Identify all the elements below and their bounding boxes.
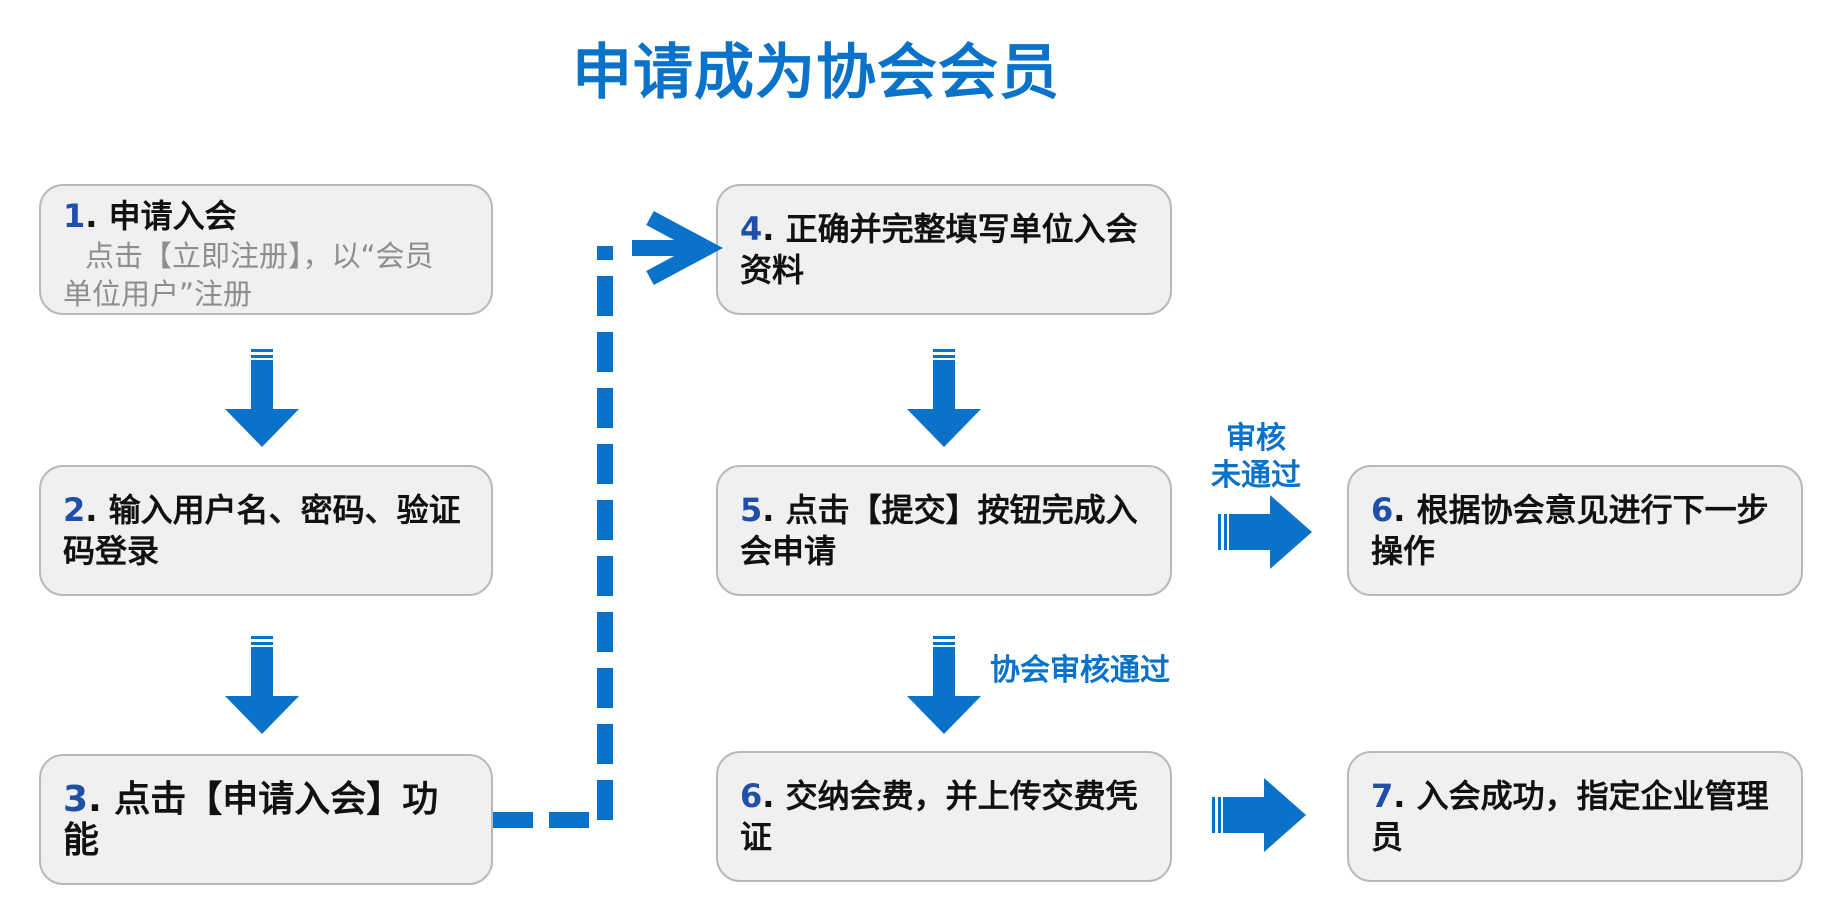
down-arrow-icon <box>907 349 981 447</box>
step-6-revise-heading-cont: 操作 <box>1371 531 1436 570</box>
step-number: 5 <box>740 490 763 529</box>
step-3-box: 3. 点击【申请入会】功能 <box>39 754 493 885</box>
step-6-revise-box: 6. 根据协会意见进行下一步 操作 <box>1347 465 1803 596</box>
review-failed-line-1: 审核 <box>1226 421 1286 456</box>
step-4-heading: 4. 正确并完整填写单位入会 <box>740 209 1138 248</box>
step-1-description-cont: 单位用户”注册 <box>63 275 469 313</box>
page-title: 申请成为协会会员 <box>572 38 1060 108</box>
description-line: 点击【立即注册】，以“会员 <box>85 239 434 273</box>
step-title: 申请入会 <box>108 197 237 235</box>
step-number: 6 <box>740 776 763 815</box>
step-6-pay-heading: 6. 交纳会费，并上传交费凭 <box>740 776 1138 815</box>
step-4-box: 4. 正确并完整填写单位入会 资料 <box>716 184 1172 315</box>
step-title: 点击【申请入会】功能 <box>63 778 439 861</box>
down-arrow-icon <box>225 636 299 734</box>
step-title: 交纳会费，并上传交费凭 <box>785 776 1138 815</box>
step-title: 点击【提交】按钮完成入 <box>785 490 1138 529</box>
step-6-pay-heading-cont: 证 <box>740 817 773 856</box>
step-title: 正确并完整填写单位入会 <box>785 209 1138 248</box>
review-passed-label: 协会审核通过 <box>990 653 1170 688</box>
chevron-right-icon <box>646 210 723 286</box>
step-1-box: 1. 申请入会 点击【立即注册】，以“会员 单位用户”注册 <box>39 184 493 315</box>
description-line: 单位用户”注册 <box>63 277 253 311</box>
step-7-box: 7. 入会成功，指定企业管理 员 <box>1347 751 1803 882</box>
down-arrow-icon <box>225 349 299 447</box>
step-5-heading: 5. 点击【提交】按钮完成入 <box>740 490 1138 529</box>
step-1-heading: 1. 申请入会 <box>63 197 237 235</box>
review-failed-label: 审核 未通过 <box>1196 420 1316 494</box>
step-number: 1 <box>63 197 86 235</box>
step-4-heading-cont: 资料 <box>740 250 805 289</box>
step-title: 输入用户名、密码、验证 <box>108 490 461 529</box>
step-2-heading: 2. 输入用户名、密码、验证 <box>63 490 461 529</box>
right-arrow-icon <box>1218 495 1312 569</box>
step-1-description: 点击【立即注册】，以“会员 <box>63 237 469 275</box>
step-2-box: 2. 输入用户名、密码、验证 码登录 <box>39 465 493 596</box>
right-arrow-icon <box>1212 778 1306 852</box>
step-2-heading-cont: 码登录 <box>63 531 160 570</box>
step-number: 2 <box>63 490 86 529</box>
step-number: 7 <box>1371 776 1394 815</box>
step-number: 3 <box>63 778 89 820</box>
step-7-heading-cont: 员 <box>1371 817 1404 856</box>
step-5-box: 5. 点击【提交】按钮完成入 会申请 <box>716 465 1172 596</box>
step-6-pay-box: 6. 交纳会费，并上传交费凭 证 <box>716 751 1172 882</box>
dashed-connector <box>493 246 613 828</box>
step-5-heading-cont: 会申请 <box>740 531 837 570</box>
step-6-revise-heading: 6. 根据协会意见进行下一步 <box>1371 490 1769 529</box>
step-number: 6 <box>1371 490 1394 529</box>
review-failed-line-2: 未通过 <box>1211 458 1301 493</box>
step-7-heading: 7. 入会成功，指定企业管理 <box>1371 776 1769 815</box>
step-3-heading: 3. 点击【申请入会】功能 <box>63 778 439 861</box>
step-title: 根据协会意见进行下一步 <box>1416 490 1769 529</box>
step-title: 入会成功，指定企业管理 <box>1416 776 1769 815</box>
down-arrow-icon <box>907 636 981 734</box>
step-number: 4 <box>740 209 763 248</box>
